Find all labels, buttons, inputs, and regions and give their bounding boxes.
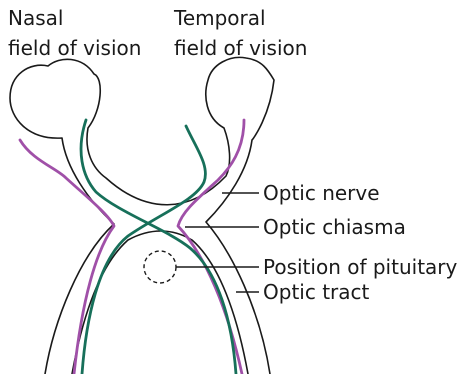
brain-outline xyxy=(10,57,274,374)
left-temporal-pathway xyxy=(81,120,236,374)
pituitary-label: Position of pituitary xyxy=(263,255,458,279)
optic-chiasma-label: Optic chiasma xyxy=(263,215,406,239)
temporal-label-line1: Temporal xyxy=(173,6,266,30)
optic-tract-label: Optic tract xyxy=(263,280,370,304)
nasal-label-line1: Nasal xyxy=(8,6,63,30)
pituitary-dashed-circle xyxy=(144,251,176,283)
optic-nerve-label: Optic nerve xyxy=(263,181,380,205)
temporal-label-line2: field of vision xyxy=(174,36,307,60)
nasal-label-line2: field of vision xyxy=(8,36,141,60)
left-nasal-pathway xyxy=(20,140,114,374)
